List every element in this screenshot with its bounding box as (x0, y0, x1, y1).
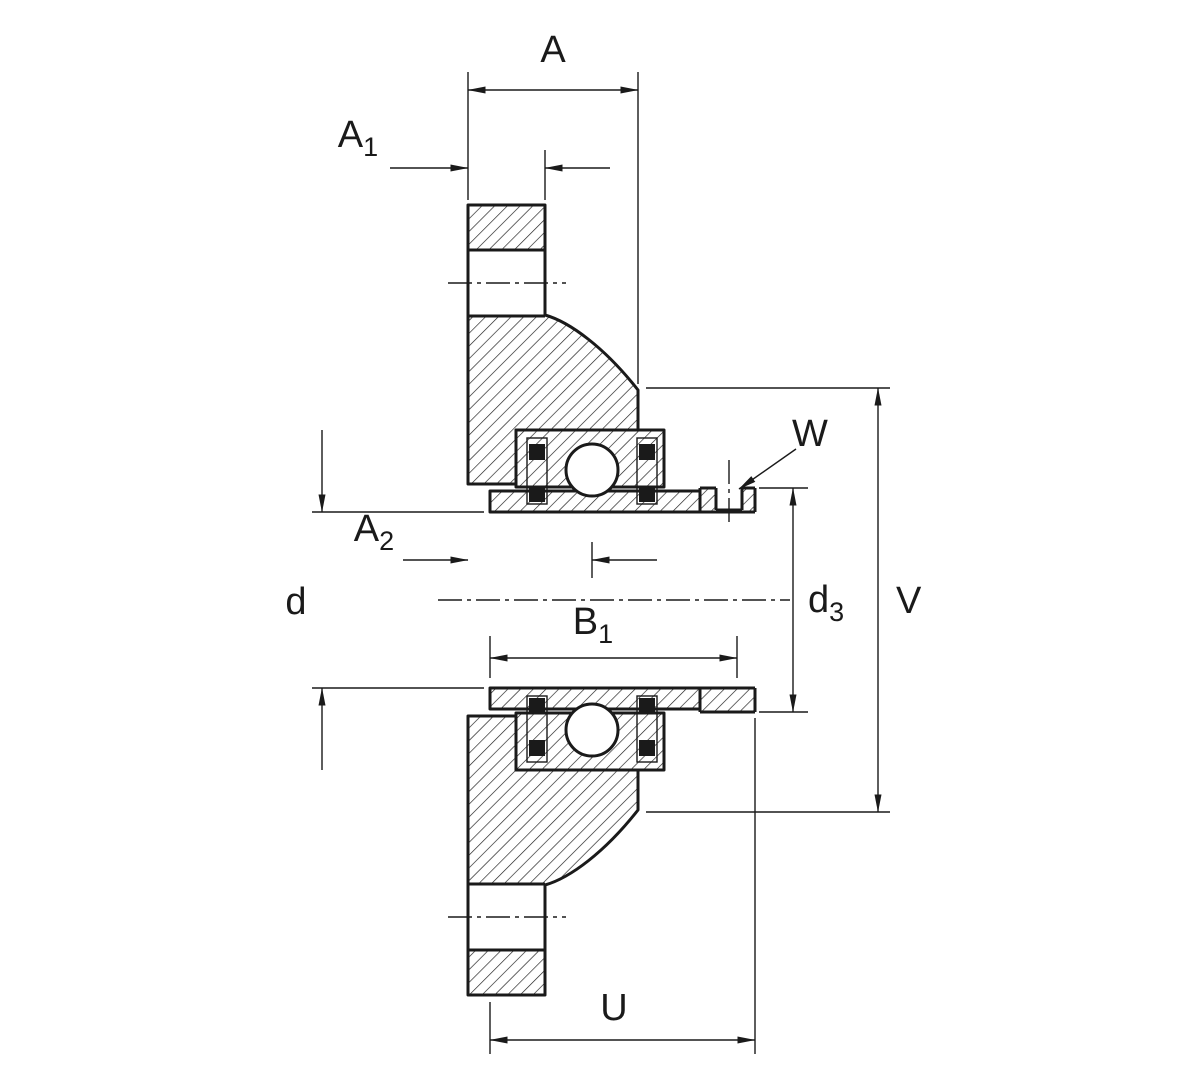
centerlines (438, 282, 790, 918)
seal-bottom-left (526, 695, 548, 763)
dimension-b1: B1 (489, 601, 738, 678)
dimension-d3: d3 (759, 487, 844, 713)
seal-top-left (526, 437, 548, 505)
dim-label-d3: d3 (808, 579, 844, 627)
dim-label-w: W (792, 413, 828, 455)
dimension-a2: A2 (354, 508, 657, 578)
dim-label-v: V (896, 580, 922, 622)
dim-label-a1: A1 (338, 114, 378, 162)
bearing-bottom-section (488, 686, 702, 772)
bearing-top-section (488, 428, 702, 514)
dimension-d: d (285, 430, 484, 770)
dimension-a: A (467, 29, 639, 384)
dim-label-d: d (285, 581, 306, 623)
dim-label-u: U (600, 987, 627, 1029)
seal-top-right (636, 437, 658, 505)
dimension-u: U (489, 718, 756, 1054)
seal-bottom-right (636, 695, 658, 763)
ball-top (564, 442, 620, 498)
dimension-w: W (738, 413, 828, 490)
dim-label-a2: A2 (354, 508, 394, 556)
dim-label-b1: B1 (573, 601, 613, 649)
dim-label-a: A (540, 29, 566, 71)
dimension-v: V (646, 387, 922, 813)
dimension-a1: A1 (338, 114, 610, 200)
ball-bottom (564, 702, 620, 758)
locking-collar-section (698, 486, 757, 714)
shaft-bore (490, 510, 755, 690)
